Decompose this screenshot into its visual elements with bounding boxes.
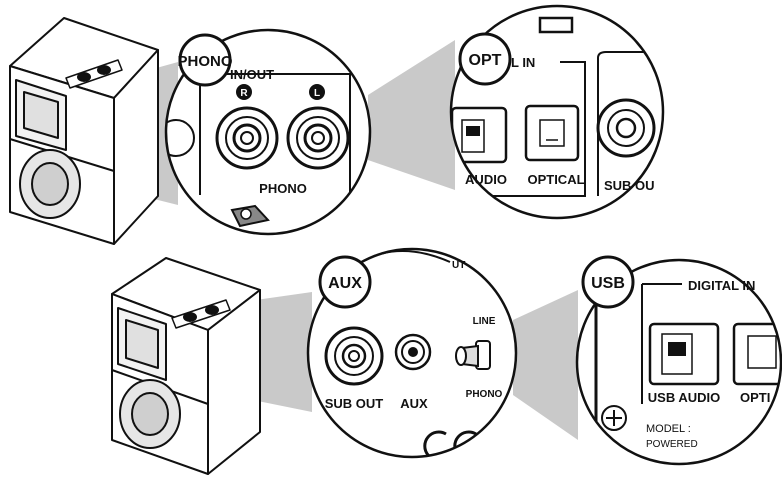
phono-r-marker [236,84,252,100]
aux-magnifier-ring [306,247,518,459]
aux-label: AUX [400,396,428,411]
usb-ground-cross [606,410,622,426]
phono-screw-head [240,208,252,220]
badge-usb: USB [581,255,635,309]
top-speaker-port-hole-right [97,65,111,75]
phono-l-marker [309,84,325,100]
usb-model-label: MODEL : [646,423,691,435]
cone-phono-to-opt [368,40,455,190]
opt-magnifier-ring [449,4,665,220]
top-speaker-woofer-cone [31,162,69,206]
usb-group-frame [641,283,682,404]
top-speaker-horn-inner [23,91,59,139]
usb-audio-label: USB AUDIO [648,390,720,405]
phono-left-edge-jack [166,119,195,157]
usb-group-label: DIGITAL IN [688,278,755,293]
badge-opt-text: OPT [469,52,502,69]
phono-group-label: IN/OUT [230,67,274,82]
bottom-speaker-port-hole-right [205,305,219,315]
top-speaker [9,17,159,245]
badge-aux: AUX [318,255,372,309]
aux-sub-out-jack [324,326,384,386]
opt-optical-socket [524,104,580,162]
opt-usb-socket-inner [461,119,485,153]
usb-powered-label: POWERED [646,439,698,450]
badge-usb-text: USB [591,275,625,292]
switch-line-label: LINE [473,316,496,327]
bottom-speaker-port-hole-left [183,312,197,322]
usb-magnifier: DIGITAL IN USB AUDIO OPTI MODEL : POWERE… [575,258,782,466]
line-phono-switch[interactable] [455,340,491,370]
phono-magnifier-ring [164,28,372,236]
opt-sub-out-jack [596,98,656,158]
opt-optical-window [539,119,565,147]
phono-right-jack [215,106,279,170]
usb-optical-window [747,335,777,369]
opt-top-port [538,16,574,34]
usb-audio-socket-inner [661,333,693,375]
badge-opt: OPT [458,32,512,86]
usb-ground-symbol [601,405,627,431]
aux-sub-out-label: SUB OUT [325,396,384,411]
phono-group-frame [199,73,351,210]
opt-sub-out-label: SUB OU [604,178,655,193]
phono-r-letter: R [240,88,248,99]
bottom-speaker-woofer-cone [131,392,169,436]
bottom-speaker [111,257,261,475]
aux-top-fragment: UT [452,260,465,271]
usb-optical-socket [732,322,781,386]
switch-phono-label: PHONO [466,389,503,400]
usb-audio-socket-pin [668,342,686,356]
opt-usb-socket-pin [466,126,480,136]
opt-group-label: L IN [511,55,535,70]
usb-magnifier-ring [575,258,782,466]
cone-aux-to-usb [513,290,578,440]
badge-aux-text: AUX [328,275,362,292]
badge-phono-text: PHONO [177,53,232,70]
phono-l-letter: L [314,88,320,99]
usb-optical-fragment: OPTI [740,390,770,405]
top-speaker-port-hole-left [77,72,91,82]
badge-phono: PHONO [177,33,233,87]
usb-audio-socket [648,322,720,386]
opt-optical-label: OPTICAL [527,172,584,187]
bottom-speaker-horn-inner [125,319,159,369]
opt-usb-audio-label: AUDIO [465,172,507,187]
phono-left-jack [286,106,350,170]
phono-jack-label: PHONO [259,181,307,196]
aux-jack [394,333,432,371]
